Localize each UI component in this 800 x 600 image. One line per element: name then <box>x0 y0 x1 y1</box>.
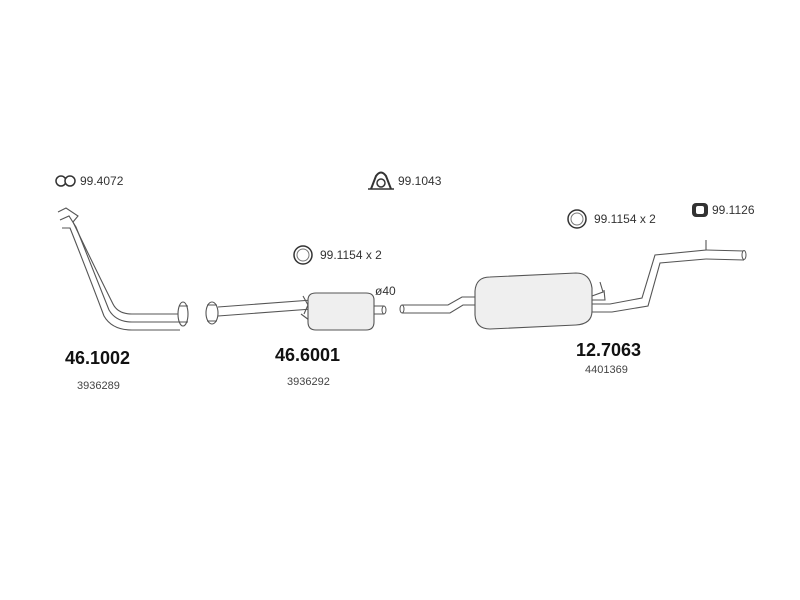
ring-gasket-icon <box>567 209 587 229</box>
accessory-code: 99.1154 x 2 <box>320 248 382 262</box>
accessory-code: 99.1043 <box>398 174 442 188</box>
ring-gasket-icon <box>293 245 313 265</box>
oe-number: 3936292 <box>287 376 330 388</box>
part-number: 46.6001 <box>275 345 341 365</box>
middle-silencer-drawing <box>205 292 387 331</box>
diameter-label: ø40 <box>375 284 396 298</box>
part-number: 46.1002 <box>65 348 131 368</box>
accessory-code: 99.1154 x 2 <box>594 212 656 226</box>
accessory-code: 99.4072 <box>80 174 124 188</box>
oe-number: 3936289 <box>77 380 120 392</box>
front-pipe-drawing <box>57 207 189 331</box>
part-number: 12.7063 <box>576 340 642 360</box>
rear-silencer-drawing <box>399 240 747 330</box>
accessory-code: 99.1126 <box>712 203 755 217</box>
twin-clamp-icon <box>55 175 76 187</box>
oe-number: 4401369 <box>585 364 628 376</box>
rubber-hanger-icon <box>692 203 708 217</box>
saddle-clamp-icon <box>368 171 394 190</box>
